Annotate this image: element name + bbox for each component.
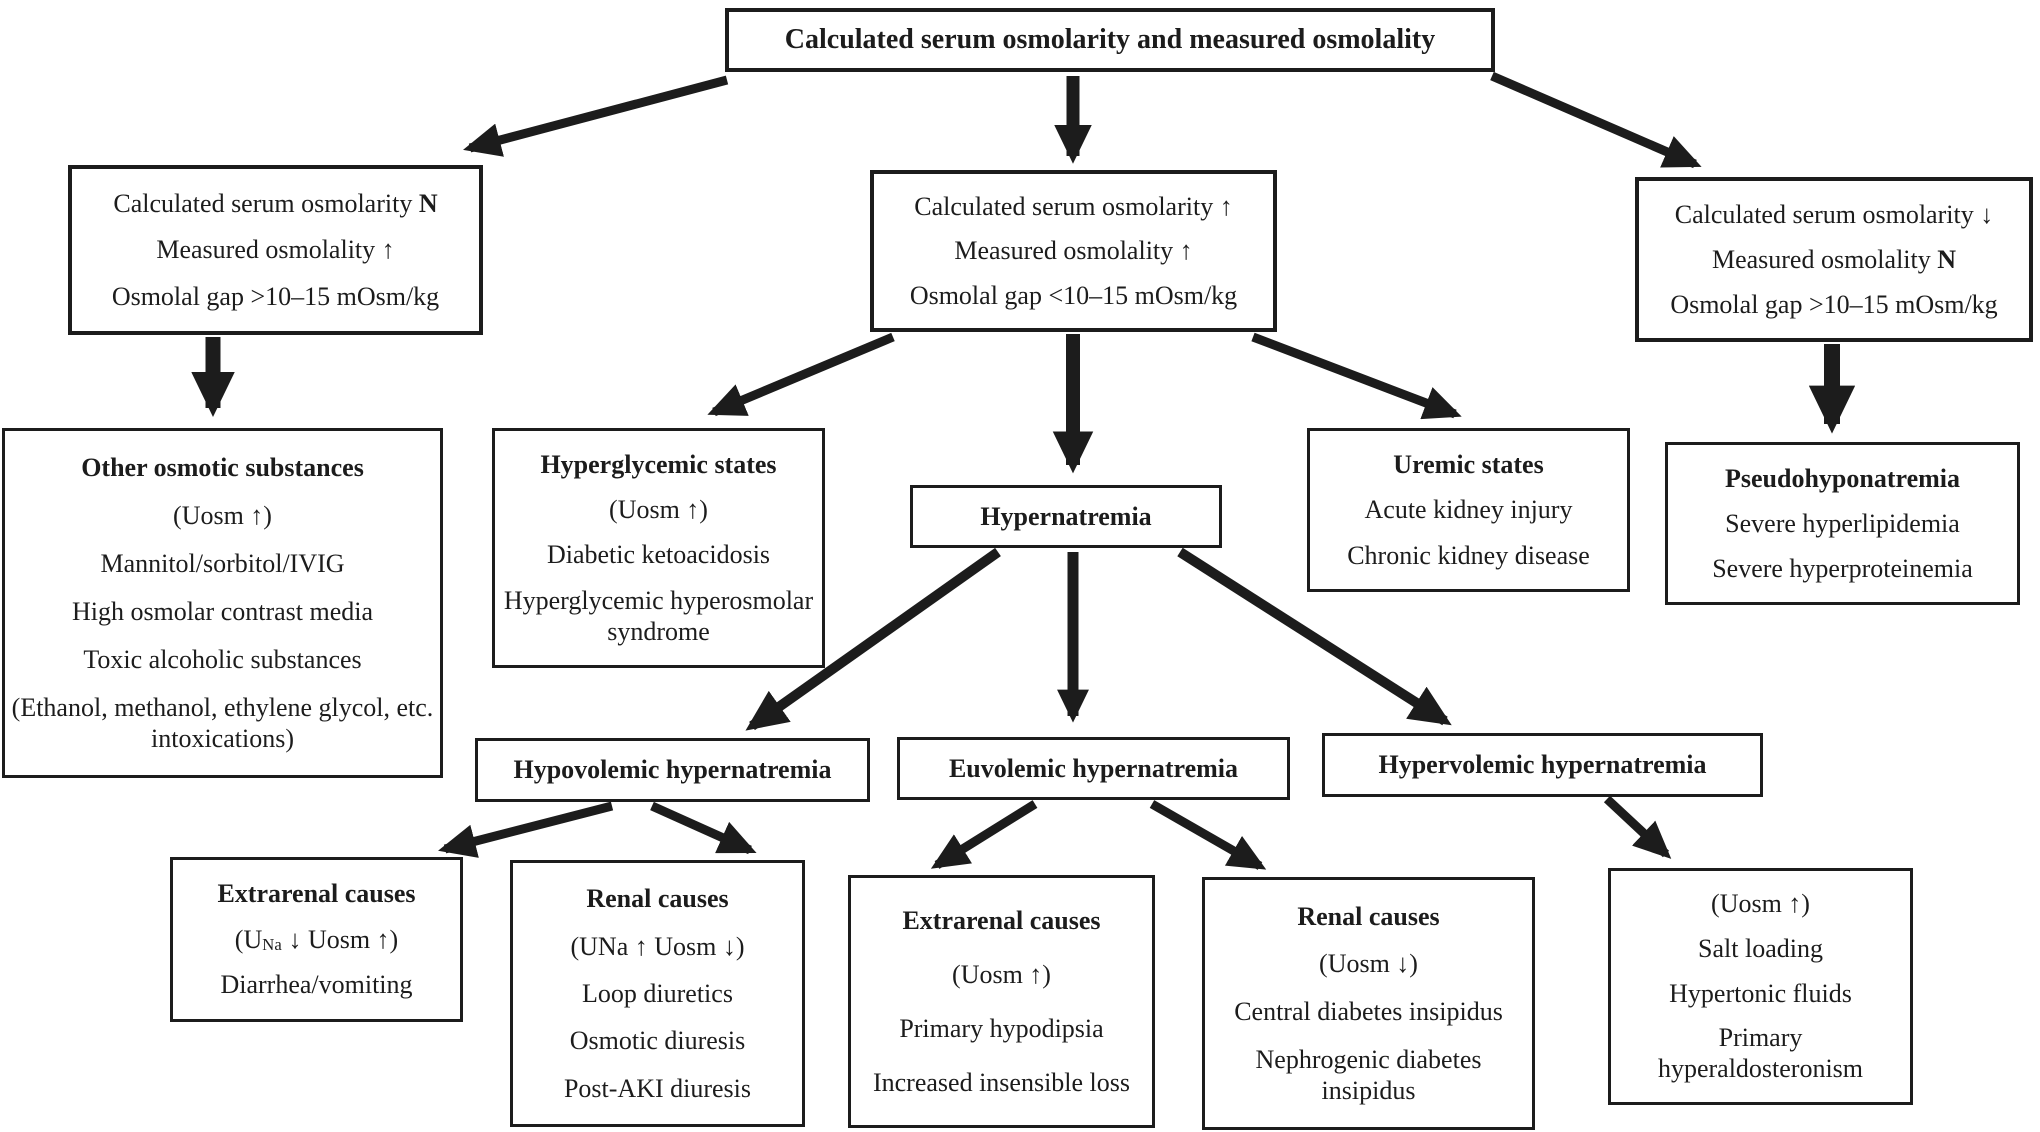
node-line: Severe hyperlipidemia: [1725, 508, 1960, 538]
node-line: Osmotic diuresis: [569, 1026, 746, 1056]
node-title: Hypovolemic hypernatremia: [513, 755, 832, 785]
node-line: Severe hyperproteinemia: [1712, 553, 1973, 583]
node-line: (Uosm ↓): [1319, 949, 1418, 979]
node-line: (UNa ↑ Uosm ↓): [570, 931, 745, 961]
box-uremic-states: Uremic states Acute kidney injury Chroni…: [1307, 428, 1630, 592]
node-line: Toxic alcoholic substances: [83, 644, 362, 674]
arrow-calc-high-to-uremic: [1251, 332, 1462, 420]
node-line: Diarrhea/vomiting: [220, 970, 413, 1000]
node-line: Measured osmolality ↑: [954, 236, 1193, 266]
node-line: (Uosm ↑): [609, 495, 708, 525]
node-line: Increased insensible loss: [872, 1067, 1131, 1097]
line-text: Calculated serum osmolarity: [113, 189, 419, 219]
node-line: (UNa ↓ Uosm ↑): [179, 924, 454, 955]
node-title: Pseudohyponatremia: [1725, 463, 1960, 493]
node-line: (Uosm ↑): [1711, 889, 1810, 919]
box-other-osmotic-substances: Other osmotic substances (Uosm ↑) Mannit…: [2, 428, 443, 778]
box-hypovolemic-hypernatremia: Hypovolemic hypernatremia: [475, 738, 870, 802]
box-renal-causes-hypovolemic: Renal causes (UNa ↑ Uosm ↓) Loop diureti…: [510, 860, 805, 1127]
node-line: Osmolal gap >10–15 mOsm/kg: [1670, 289, 1998, 319]
line-text: (U: [234, 924, 263, 954]
node-line: Post-AKI diuresis: [563, 1073, 752, 1103]
node-line: (Uosm ↑): [173, 500, 272, 530]
box-renal-causes-euvolemic: Renal causes (Uosm ↓) Central diabetes i…: [1202, 877, 1535, 1130]
arrow-calc-high-to-hyperglycemic: [707, 332, 895, 417]
box-euvolemic-hypernatremia: Euvolemic hypernatremia: [897, 737, 1290, 800]
arrow-euvolemic-to-extrarenal: [930, 800, 1038, 869]
node-line: Acute kidney injury: [1364, 495, 1573, 525]
node-line: Loop diuretics: [582, 978, 733, 1008]
node-line: Primary hyperaldosteronism: [1657, 1023, 1864, 1084]
node-line: Measured osmolality N: [1645, 244, 2023, 275]
box-calc-low-measured-normal: Calculated serum osmolarity ↓ Measured o…: [1635, 177, 2033, 342]
node-line: Diabetic ketoacidosis: [546, 540, 771, 570]
box-calc-normal-measured-high: Calculated serum osmolarity N Measured o…: [68, 165, 483, 335]
node-line: Primary hypodipsia: [899, 1013, 1104, 1043]
node-line: Central diabetes insipidus: [1234, 997, 1503, 1027]
node-title: Extrarenal causes: [217, 879, 416, 909]
node-line: High osmolar contrast media: [71, 596, 374, 626]
box-hyperglycemic-states: Hyperglycemic states (Uosm ↑) Diabetic k…: [492, 428, 825, 668]
node-line: Mannitol/sorbitol/IVIG: [100, 548, 345, 578]
node-line: Calculated serum osmolarity N: [78, 188, 473, 219]
subscript-na: Na: [262, 934, 282, 954]
box-hypervolemic-causes: (Uosm ↑) Salt loading Hypertonic fluids …: [1608, 868, 1913, 1105]
node-line: Salt loading: [1698, 934, 1823, 963]
arrow-root-to-calc-low: [1490, 71, 1702, 169]
node-line: (Ethanol, methanol, ethylene glycol, etc…: [11, 692, 434, 753]
line-text-bold: N: [418, 189, 438, 219]
node-line: (Uosm ↑): [952, 959, 1051, 989]
arrow-euvolemic-to-renal: [1149, 800, 1267, 870]
title-text: Calculated serum osmolarity and measured…: [784, 24, 1436, 56]
node-line: Calculated serum osmolarity ↓: [1674, 199, 1994, 229]
box-extrarenal-causes-hypovolemic: Extrarenal causes (UNa ↓ Uosm ↑) Diarrhe…: [170, 857, 463, 1022]
node-line: Hyperglycemic hyperosmolar syndrome: [503, 585, 814, 646]
node-title: Hypervolemic hypernatremia: [1378, 750, 1707, 780]
node-title: Extrarenal causes: [902, 905, 1101, 935]
arrow-hypovolemic-to-renal: [650, 801, 757, 855]
node-title: Hyperglycemic states: [540, 450, 777, 479]
line-text: ↓ Uosm ↑): [281, 924, 399, 954]
node-title: Renal causes: [586, 884, 729, 914]
arrow-hypovolemic-to-extrarenal: [438, 801, 614, 858]
node-line: Osmolal gap >10–15 mOsm/kg: [111, 281, 440, 311]
node-line: Hypertonic fluids: [1669, 978, 1852, 1008]
node-title: Renal causes: [1297, 901, 1440, 931]
node-title: Uremic states: [1393, 450, 1544, 480]
arrow-root-to-calc-normal: [463, 75, 729, 157]
node-line: Chronic kidney disease: [1347, 540, 1590, 570]
node-title: Other osmotic substances: [81, 452, 364, 482]
node-title: Hypernatremia: [980, 501, 1152, 531]
box-extrarenal-causes-euvolemic: Extrarenal causes (Uosm ↑) Primary hypod…: [848, 875, 1155, 1128]
node-line: Nephrogenic diabetes insipidus: [1255, 1045, 1482, 1106]
node-title: Euvolemic hypernatremia: [948, 753, 1239, 783]
node-line: Osmolal gap <10–15 mOsm/kg: [909, 280, 1238, 310]
box-pseudohyponatremia: Pseudohyponatremia Severe hyperlipidemia…: [1665, 442, 2020, 605]
box-calc-high-measured-high: Calculated serum osmolarity ↑ Measured o…: [870, 170, 1277, 332]
box-hypervolemic-hypernatremia: Hypervolemic hypernatremia: [1322, 733, 1763, 797]
line-text: Measured osmolality: [1711, 244, 1938, 274]
node-line: Measured osmolality ↑: [156, 235, 395, 265]
node-line: Calculated serum osmolarity ↑: [914, 192, 1233, 222]
box-hypernatremia: Hypernatremia: [910, 485, 1222, 548]
title-box: Calculated serum osmolarity and measured…: [725, 8, 1495, 72]
arrow-hypervolemic-to-causes: [1603, 795, 1672, 859]
line-text-bold: N: [1937, 244, 1957, 274]
